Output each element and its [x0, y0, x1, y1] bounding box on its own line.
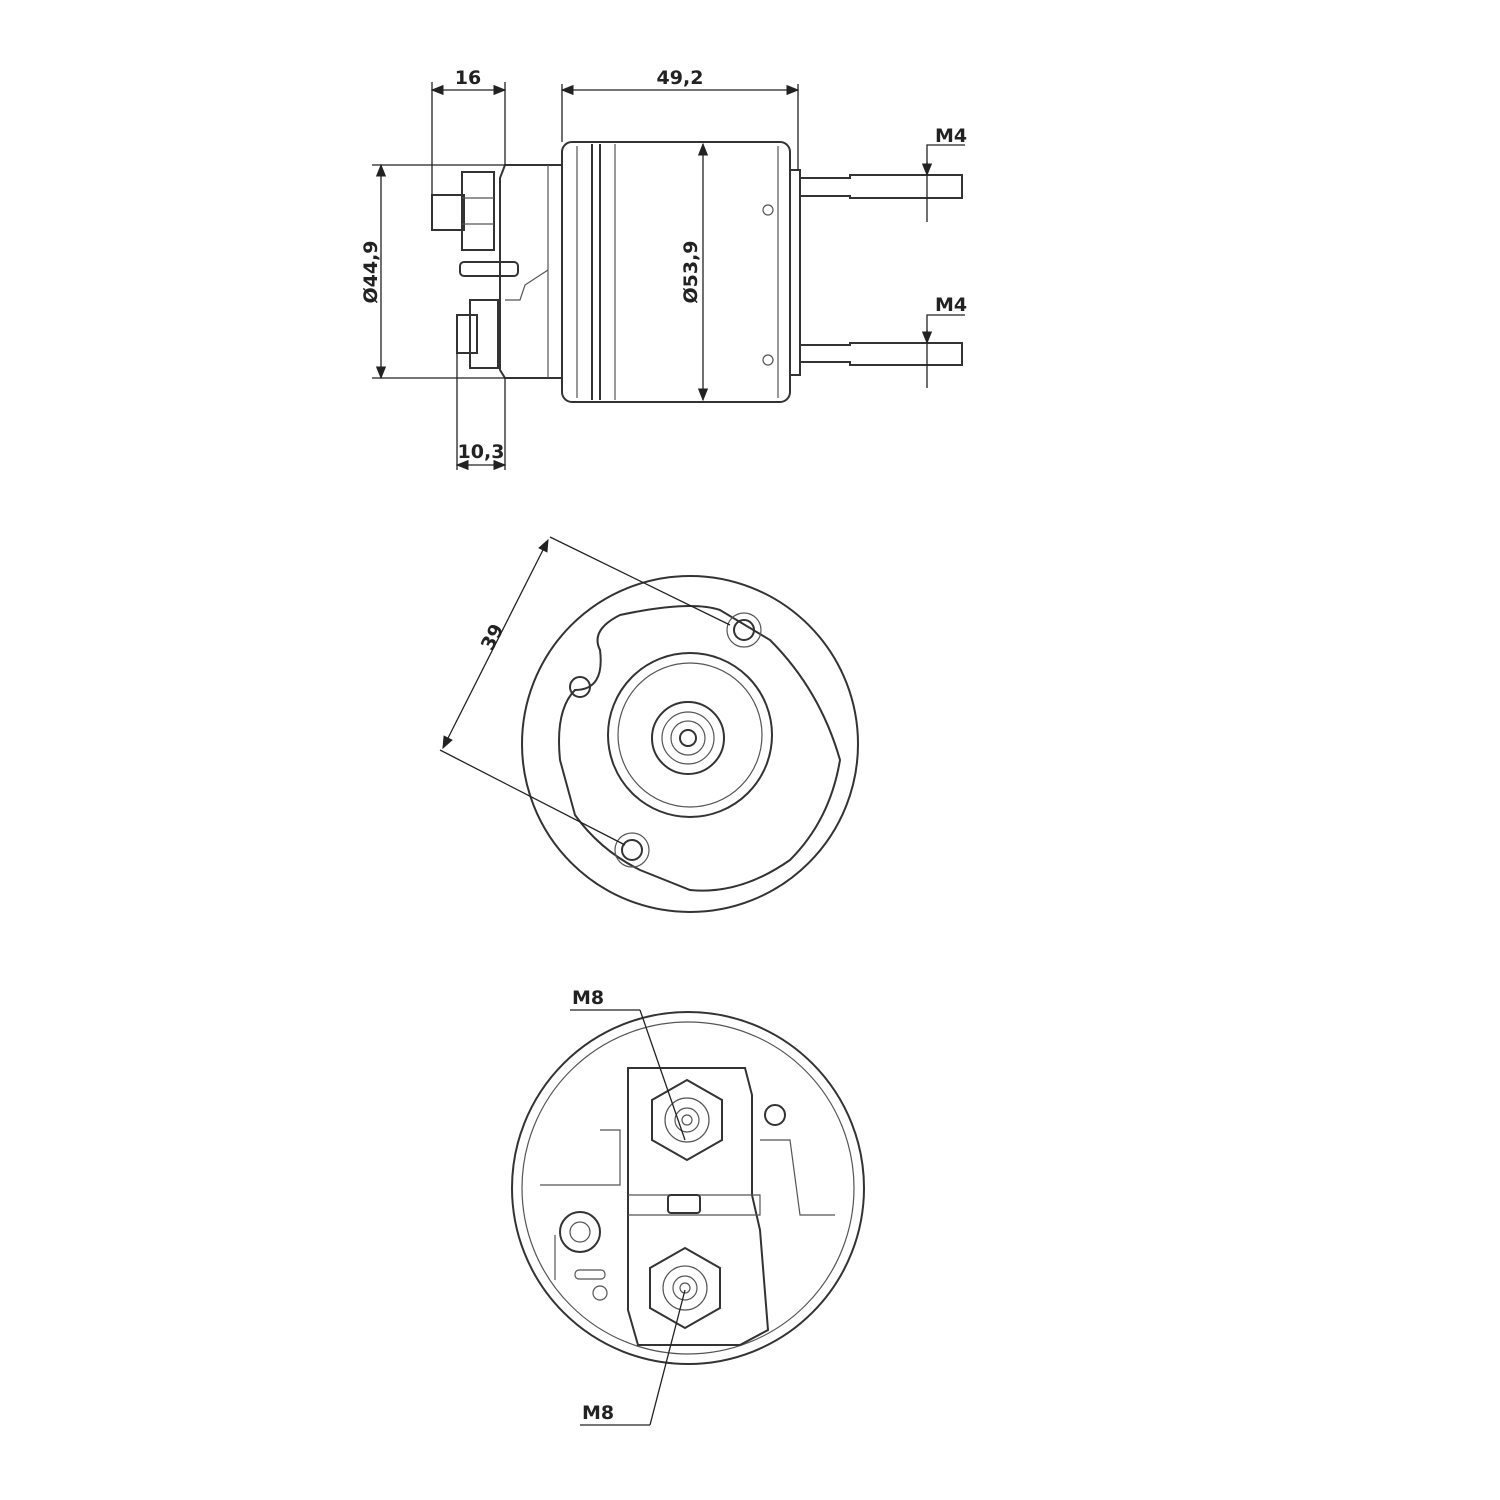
- lower-nut: [469, 299, 499, 369]
- mounting-hole: [733, 619, 755, 641]
- upper-stud: [431, 194, 465, 231]
- mounting-plate: [558, 605, 842, 892]
- dim-16: 16: [455, 67, 481, 89]
- dim-diameter-53-9: Ø53,9: [680, 240, 702, 303]
- mounting-hole: [621, 839, 643, 861]
- dim-diameter-44-9: Ø44,9: [360, 240, 382, 303]
- dim-39: 39: [477, 620, 509, 654]
- upper-m8-nut: [651, 1078, 723, 1162]
- side-view: 16 49,2 Ø44,9 Ø53,9 10,3 M4 M4: [360, 67, 967, 471]
- solenoid-body: [561, 141, 791, 403]
- terminal-flange: [499, 164, 562, 379]
- thread-m4-upper: M4: [935, 125, 967, 147]
- end-cap: [789, 169, 801, 376]
- upper-nut: [461, 171, 495, 251]
- dim-49-2: 49,2: [657, 67, 704, 89]
- terminal-block: [627, 1067, 770, 1346]
- lower-m8-nut: [649, 1246, 721, 1330]
- lower-stud: [456, 314, 478, 354]
- rear-view: 39: [439, 536, 859, 913]
- thread-m4-lower: M4: [935, 294, 967, 316]
- spade-terminal: [459, 261, 519, 277]
- front-view: M8 M8: [511, 987, 865, 1426]
- lower-m4-stud: [800, 342, 963, 366]
- upper-m4-stud: [800, 174, 963, 199]
- outer-rim: [511, 1011, 865, 1365]
- outer-rim: [521, 575, 859, 913]
- thread-m8-upper: M8: [572, 987, 604, 1009]
- thread-m8-lower: M8: [582, 1402, 614, 1424]
- dim-10-3: 10,3: [458, 441, 505, 463]
